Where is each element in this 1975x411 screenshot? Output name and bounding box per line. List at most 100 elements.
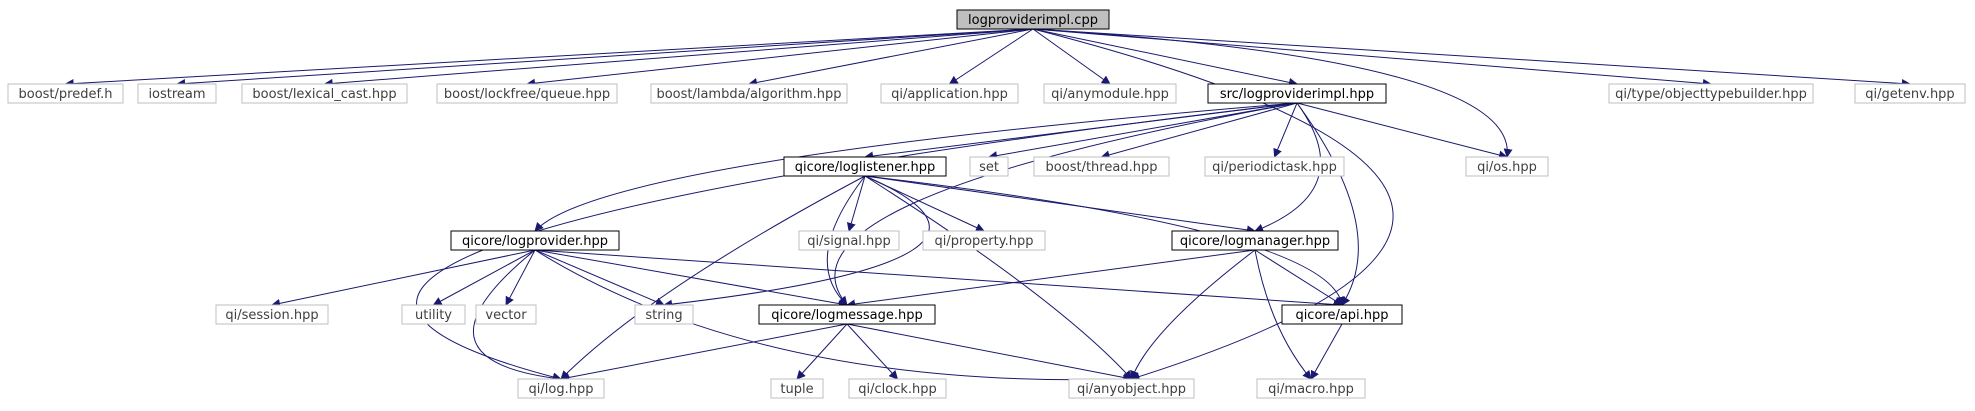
node-logmanager[interactable]: qicore/logmanager.hpp bbox=[1171, 230, 1339, 251]
node-predef: boost/predef.h bbox=[7, 83, 124, 104]
node-logprovider[interactable]: qicore/logprovider.hpp bbox=[450, 230, 620, 251]
node-vector: vector bbox=[475, 304, 537, 325]
edge-root-to-anymodule bbox=[1032, 28, 1111, 85]
node-iostream-label: iostream bbox=[148, 87, 205, 102]
edge-root-to-predef bbox=[64, 28, 1034, 89]
node-anyobject-box bbox=[1068, 378, 1195, 399]
edge-root-to-getenv bbox=[1032, 28, 1911, 88]
node-signal-box bbox=[798, 230, 900, 251]
node-signal-label: qi/signal.hpp bbox=[807, 234, 891, 249]
node-lexcast-box bbox=[241, 83, 408, 104]
node-root-box bbox=[956, 9, 1110, 30]
edge-loglistener-to-string bbox=[663, 175, 930, 309]
node-lfqueue-label: boost/lockfree/queue.hpp bbox=[444, 87, 610, 102]
node-property: qi/property.hpp bbox=[922, 230, 1046, 251]
node-periodic-label: qi/periodictask.hpp bbox=[1212, 160, 1337, 175]
node-session-box bbox=[215, 304, 329, 325]
node-api[interactable]: qicore/api.hpp bbox=[1281, 304, 1403, 325]
node-lambda: boost/lambda/algorithm.hpp bbox=[650, 83, 848, 104]
node-anymodule-box bbox=[1043, 83, 1177, 104]
node-application-box bbox=[880, 83, 1019, 104]
node-logmessage[interactable]: qicore/logmessage.hpp bbox=[758, 304, 936, 325]
node-tuple-label: tuple bbox=[780, 382, 813, 397]
node-bthread: boost/thread.hpp bbox=[1033, 156, 1170, 177]
node-application: qi/application.hpp bbox=[880, 83, 1019, 104]
edge-logmanager-to-api bbox=[1254, 249, 1343, 306]
edge-root-to-lpimpl bbox=[1032, 28, 1298, 87]
edge-loglistener-to-anyobject bbox=[864, 175, 1133, 380]
node-string-label: string bbox=[645, 308, 682, 323]
node-signal: qi/signal.hpp bbox=[798, 230, 900, 251]
node-getenv: qi/getenv.hpp bbox=[1854, 83, 1966, 104]
node-root-label: logproviderimpl.cpp bbox=[968, 13, 1098, 28]
edge-root-to-iostream bbox=[176, 28, 1034, 88]
edge-lpimpl-to-logmessage bbox=[834, 102, 1298, 306]
edge-logmanager-to-logmessage bbox=[846, 249, 1256, 309]
node-logprovider-label: qicore/logprovider.hpp bbox=[462, 234, 608, 249]
node-iostream: iostream bbox=[137, 83, 217, 104]
edge-logprovider-to-string bbox=[534, 249, 665, 306]
edge-logprovider-to-logmessage bbox=[534, 249, 848, 309]
node-api-label: qicore/api.hpp bbox=[1295, 308, 1388, 323]
edge-logprovider-to-session bbox=[271, 249, 536, 308]
node-string-box bbox=[634, 304, 694, 325]
dependency-edges bbox=[64, 28, 1911, 384]
node-property-label: qi/property.hpp bbox=[935, 234, 1034, 249]
node-loglistener[interactable]: qicore/loglistener.hpp bbox=[783, 156, 947, 177]
edge-logmessage-to-log bbox=[560, 323, 848, 382]
edge-root-to-os bbox=[1032, 28, 1513, 158]
edge-api-to-macro bbox=[1310, 323, 1343, 380]
edge-lpimpl-to-logprovider bbox=[534, 102, 1298, 232]
node-utility-box bbox=[401, 304, 466, 325]
edge-root-to-lfqueue bbox=[526, 28, 1034, 88]
node-tuple: tuple bbox=[770, 378, 824, 399]
node-getenv-label: qi/getenv.hpp bbox=[1865, 87, 1954, 102]
node-log-box bbox=[517, 378, 605, 399]
edge-lpimpl-to-os bbox=[1296, 102, 1508, 160]
node-logmanager-label: qicore/logmanager.hpp bbox=[1180, 234, 1330, 249]
edge-logmessage-to-anyobject bbox=[846, 323, 1133, 382]
edge-lpimpl-to-bthread bbox=[1100, 102, 1298, 160]
node-utility-label: utility bbox=[415, 308, 452, 323]
node-log-label: qi/log.hpp bbox=[529, 382, 594, 397]
node-logmessage-label: qicore/logmessage.hpp bbox=[771, 308, 923, 323]
node-logmanager-box bbox=[1171, 230, 1339, 251]
node-bthread-box bbox=[1033, 156, 1170, 177]
node-otbuilder-label: qi/type/objecttypebuilder.hpp bbox=[1615, 87, 1807, 102]
edge-logprovider-to-anyobject bbox=[534, 249, 1133, 384]
edge-logmessage-to-clock bbox=[846, 323, 899, 380]
node-lambda-box bbox=[650, 83, 848, 104]
node-tuple-box bbox=[770, 378, 824, 399]
edge-lpimpl-to-set bbox=[988, 102, 1298, 161]
node-session-label: qi/session.hpp bbox=[225, 308, 318, 323]
edge-logmessage-to-tuple bbox=[796, 323, 848, 380]
node-loglistener-box bbox=[783, 156, 947, 177]
node-otbuilder: qi/type/objecttypebuilder.hpp bbox=[1608, 83, 1814, 104]
node-lpimpl[interactable]: src/logproviderimpl.hpp bbox=[1207, 83, 1387, 104]
node-anyobject: qi/anyobject.hpp bbox=[1068, 378, 1195, 399]
node-loglistener-label: qicore/loglistener.hpp bbox=[795, 160, 936, 175]
edge-lpimpl-to-periodic bbox=[1273, 102, 1298, 158]
edge-logmanager-to-macro bbox=[1254, 249, 1312, 380]
node-os-box bbox=[1465, 156, 1549, 177]
node-set: set bbox=[969, 156, 1009, 177]
node-set-box bbox=[969, 156, 1009, 177]
node-lpimpl-label: src/logproviderimpl.hpp bbox=[1220, 87, 1374, 102]
node-clock-box bbox=[848, 378, 947, 399]
node-vector-label: vector bbox=[485, 308, 527, 323]
node-application-label: qi/application.hpp bbox=[891, 87, 1008, 102]
edge-lpimpl-to-api bbox=[1296, 102, 1359, 306]
node-os-label: qi/os.hpp bbox=[1477, 160, 1537, 175]
node-macro-label: qi/macro.hpp bbox=[1268, 382, 1354, 397]
edge-logprovider-to-log bbox=[472, 249, 562, 383]
edge-logmanager-to-anyobject bbox=[1130, 249, 1256, 380]
edge-loglistener-to-signal bbox=[846, 175, 866, 232]
node-lfqueue: boost/lockfree/queue.hpp bbox=[436, 83, 618, 104]
node-getenv-box bbox=[1854, 83, 1966, 104]
node-root[interactable]: logproviderimpl.cpp bbox=[956, 9, 1110, 30]
node-macro-box bbox=[1256, 378, 1366, 399]
node-logprovider-box bbox=[450, 230, 620, 251]
file-nodes: logproviderimpl.cpp boost/predef.h iostrea… bbox=[7, 9, 1966, 399]
edge-logprovider-to-vector bbox=[505, 249, 536, 306]
node-os: qi/os.hpp bbox=[1465, 156, 1549, 177]
